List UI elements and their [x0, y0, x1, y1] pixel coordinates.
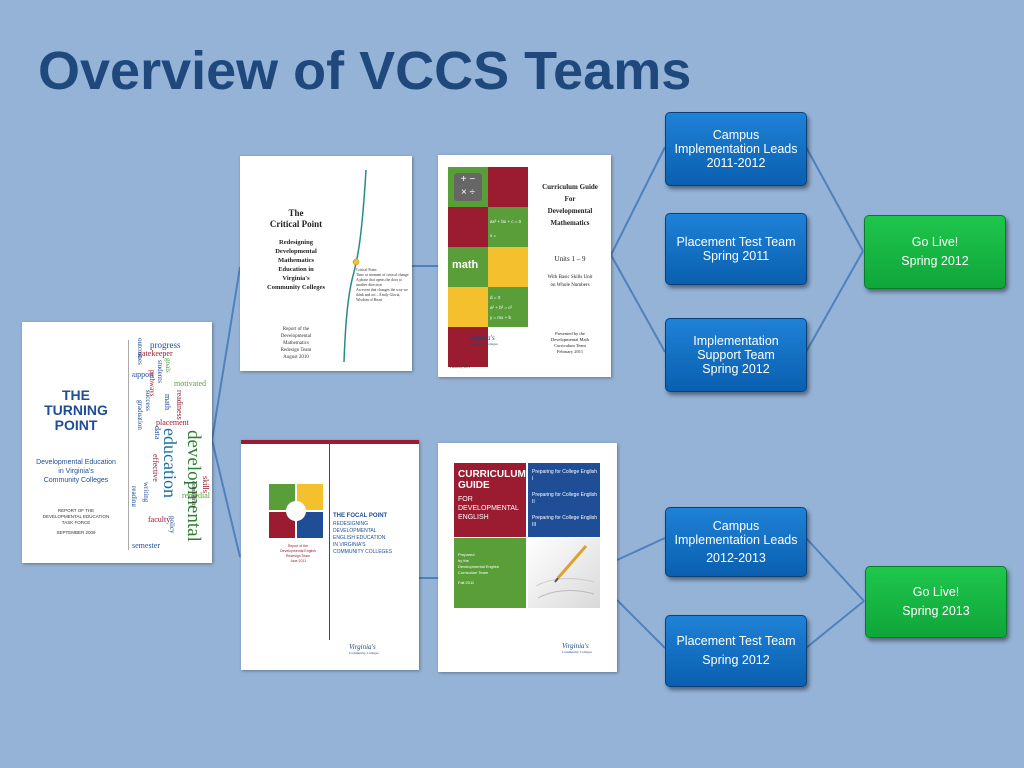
doc-critical-point: The Critical Point Redesigning Developme…	[240, 156, 412, 371]
turning-point-subtitle: Developmental Education in Virginia's Co…	[36, 459, 116, 484]
connector-mathguide-to-team1	[610, 146, 666, 256]
focal-point-report: Report of the Developmental English Rede…	[280, 544, 316, 563]
critical-point-title: The Critical Point	[269, 208, 323, 229]
wc-word: goals	[164, 358, 172, 373]
english-guide-writing-photo	[528, 538, 600, 608]
wc-word: faculty	[148, 515, 171, 524]
vccs-logo: Virginia's Community Colleges	[349, 643, 379, 656]
english-guide-bullets-block: Preparing for College English I Preparin…	[528, 463, 600, 537]
english-guide-title-block: CURRICULUM GUIDE FOR DEVELOPMENTAL ENGLI…	[454, 463, 526, 537]
english-guide-prepared-block: Prepared by the Developmental English Cu…	[454, 538, 526, 608]
doc-turning-point: THE TURNING POINT Developmental Educatio…	[22, 322, 212, 563]
focal-point-title: THE FOCAL POINT	[333, 513, 388, 519]
wc-word: writing	[142, 482, 150, 503]
wc-word: support	[132, 370, 154, 379]
connector-team1-to-golive1	[805, 146, 864, 252]
math-tile-maroon	[448, 327, 488, 367]
critical-point-subtitle: Redesigning Developmental Mathematics Ed…	[267, 239, 325, 291]
golive-spring-2012: Go Live! Spring 2012	[864, 215, 1006, 289]
wc-word: education	[160, 428, 180, 498]
english-guide-prepared: Prepared by the Developmental English Cu…	[458, 552, 499, 585]
team-campus-implementation-2011: Campus Implementation Leads 2011-2012	[665, 112, 807, 186]
connector-englishguide-to-team4	[616, 537, 666, 561]
math-tile-calculator: + −× ÷	[448, 167, 488, 207]
team-placement-test-2012: Placement Test Team Spring 2012	[665, 615, 807, 687]
english-guide-bullets: Preparing for College English I Preparin…	[532, 469, 598, 529]
wc-word: outcomes	[136, 338, 144, 365]
wc-word: success	[144, 390, 152, 411]
english-guide-title: CURRICULUM GUIDE	[458, 469, 526, 491]
wc-word: progress	[150, 340, 181, 350]
math-tile-maroon	[488, 167, 528, 207]
math-tile-equations: ax² + bx + c = 0 x = (−b±√(b²−4ac))/2a	[488, 207, 528, 252]
math-guide-title: Curriculum Guide For Developmental Mathe…	[542, 183, 598, 227]
turning-point-report: REPORT OF THE DEVELOPMENTAL EDUCATION TA…	[42, 508, 110, 535]
connector-mathguide-to-team3	[610, 254, 666, 353]
wc-word: reading	[132, 486, 138, 507]
connector-turning-to-focal	[211, 439, 241, 558]
connector-turning-to-critical	[211, 266, 241, 441]
wc-word: students	[156, 360, 164, 383]
connector-team5-to-golive2	[805, 600, 865, 649]
wc-word: math	[163, 394, 172, 410]
bullet-item: Preparing for College English II	[532, 492, 598, 505]
turning-point-word-cloud: progress gatekeeper goals students suppo…	[132, 336, 212, 558]
math-tile-yellow	[488, 247, 528, 287]
calculator-icon: + −× ÷	[454, 173, 482, 201]
math-tile-yellow	[448, 287, 488, 327]
math-tile-equations-2: d = rt a² + b² = c² y = mx + b	[488, 287, 528, 327]
math-tile-math: math	[448, 247, 488, 287]
wc-word: readiness	[175, 390, 184, 420]
critical-point-note: Critical Point: Time or moment of critic…	[356, 268, 409, 302]
slide-title: Overview of VCCS Teams	[38, 41, 692, 101]
doc-math-curriculum-guide: + −× ÷ math ax² + bx + c = 0 x = (−b±√(b…	[438, 155, 611, 377]
focal-point-subtitle: REDESIGNING DEVELOPMENTAL ENGLISH EDUCAT…	[333, 521, 393, 555]
focal-point-top-bar	[241, 440, 419, 444]
wc-word: remedial	[182, 491, 210, 500]
math-guide-footer: February 2011	[450, 365, 471, 369]
math-guide-presented: Presented by the Developmental Math Curr…	[550, 331, 590, 354]
bullet-item: Preparing for College English I	[532, 469, 598, 482]
wc-word: placement	[156, 418, 189, 427]
focal-point-vertical-line	[329, 440, 330, 640]
english-guide-subtitle: FOR DEVELOPMENTAL ENGLISH	[458, 496, 519, 521]
wc-word: community	[190, 481, 196, 509]
connector-team4-to-golive2	[805, 537, 865, 602]
doc-focal-point: THE FOCAL POINT REDESIGNING DEVELOPMENTA…	[241, 440, 419, 670]
wc-word: semester	[132, 541, 160, 550]
math-guide-unit-note: With Basic Skills Unit on Whole Numbers	[547, 275, 593, 288]
team-campus-implementation-2012: Campus Implementation Leads 2012-2013	[665, 507, 807, 577]
critical-point-curve	[343, 169, 367, 363]
wc-word: policy	[168, 516, 176, 534]
turning-point-divider	[128, 340, 129, 550]
critical-point-report: Report of the Developmental Mathematics …	[280, 327, 312, 360]
math-tile-logo-area	[488, 327, 528, 367]
wc-word: graduation	[136, 400, 144, 430]
wc-word: effective	[151, 454, 160, 482]
math-guide-units: Units 1 – 9	[554, 255, 586, 263]
focal-point-emblem	[269, 484, 323, 538]
doc-english-curriculum-guide: CURRICULUM GUIDE FOR DEVELOPMENTAL ENGLI…	[438, 443, 617, 672]
wc-word: motivated	[174, 379, 206, 388]
bullet-item: Preparing for College English III	[532, 515, 598, 528]
math-equations-2: d = rt a² + b² = c² y = mx + b	[490, 295, 513, 320]
team-placement-test-2011: Placement Test Team Spring 2011	[665, 213, 807, 285]
vccs-logo: Virginia's Community Colleges	[562, 642, 592, 655]
connector-englishguide-to-team5	[616, 599, 666, 649]
pencil-icon	[535, 545, 595, 599]
turning-point-title: THE TURNING POINT	[44, 387, 108, 433]
connector-team3-to-golive1	[805, 250, 864, 353]
math-tile-maroon	[448, 207, 488, 247]
wc-word: gatekeeper	[138, 349, 173, 358]
golive-spring-2013: Go Live! Spring 2013	[865, 566, 1007, 638]
team-implementation-support-2012: Implementation Support Team Spring 2012	[665, 318, 807, 392]
vccs-logo: Virginia's Community Colleges	[468, 334, 498, 347]
